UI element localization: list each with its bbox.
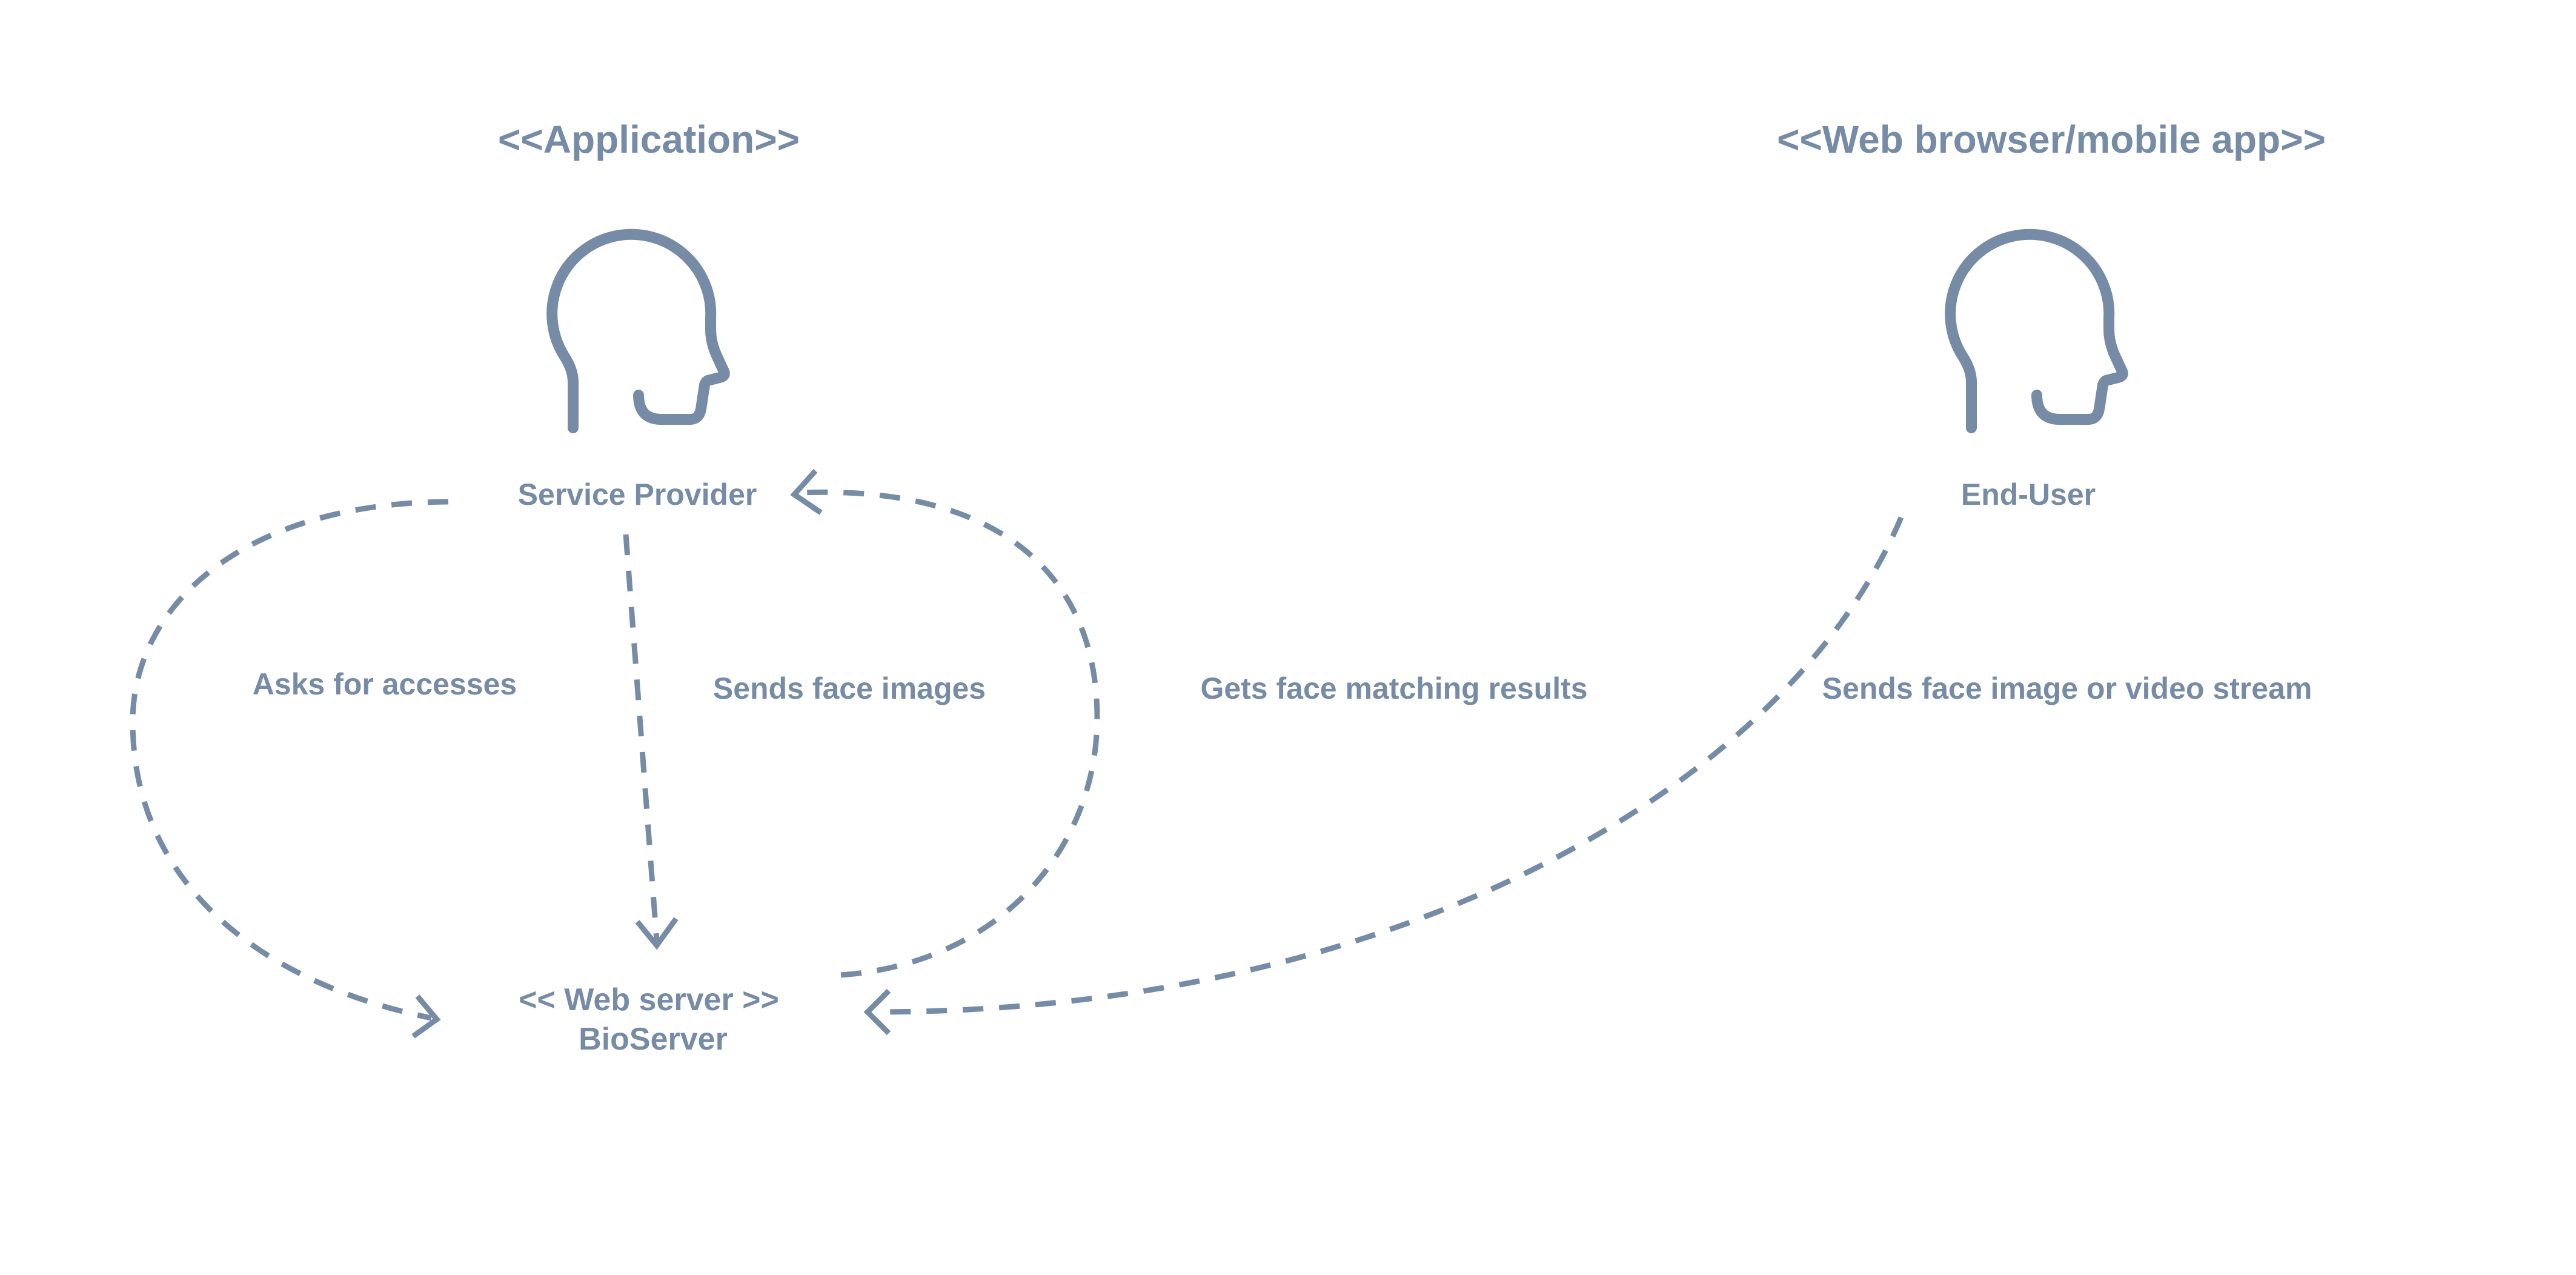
service-provider-label: Service Provider bbox=[518, 478, 757, 511]
application-stereotype: <<Application>> bbox=[498, 118, 800, 161]
arrowhead-icon bbox=[411, 994, 441, 1039]
server-name: BioServer bbox=[579, 1022, 728, 1057]
browser-stereotype: <<Web browser/mobile app>> bbox=[1777, 118, 2326, 161]
end-user-label: End-User bbox=[1961, 478, 2096, 511]
server-stereotype: << Web server >> bbox=[519, 982, 779, 1017]
sends-stream-label: Sends face image or video stream bbox=[1822, 671, 2312, 705]
sends-stream-arrow bbox=[875, 516, 1904, 1015]
gets-results-label: Gets face matching results bbox=[1200, 671, 1587, 705]
arrowhead-icon bbox=[863, 988, 891, 1036]
sends-images-label: Sends face images bbox=[713, 671, 986, 705]
arrowhead-icon bbox=[635, 917, 679, 950]
sends-images-arrow bbox=[623, 534, 660, 941]
asks-access-label: Asks for accesses bbox=[253, 667, 517, 701]
asks-access-arrow bbox=[130, 499, 449, 1021]
end-user-person-icon bbox=[1950, 235, 2122, 428]
arrowhead-icon bbox=[790, 468, 823, 515]
gets-results-arrow bbox=[799, 489, 1100, 978]
service-provider-person-icon bbox=[552, 235, 724, 428]
